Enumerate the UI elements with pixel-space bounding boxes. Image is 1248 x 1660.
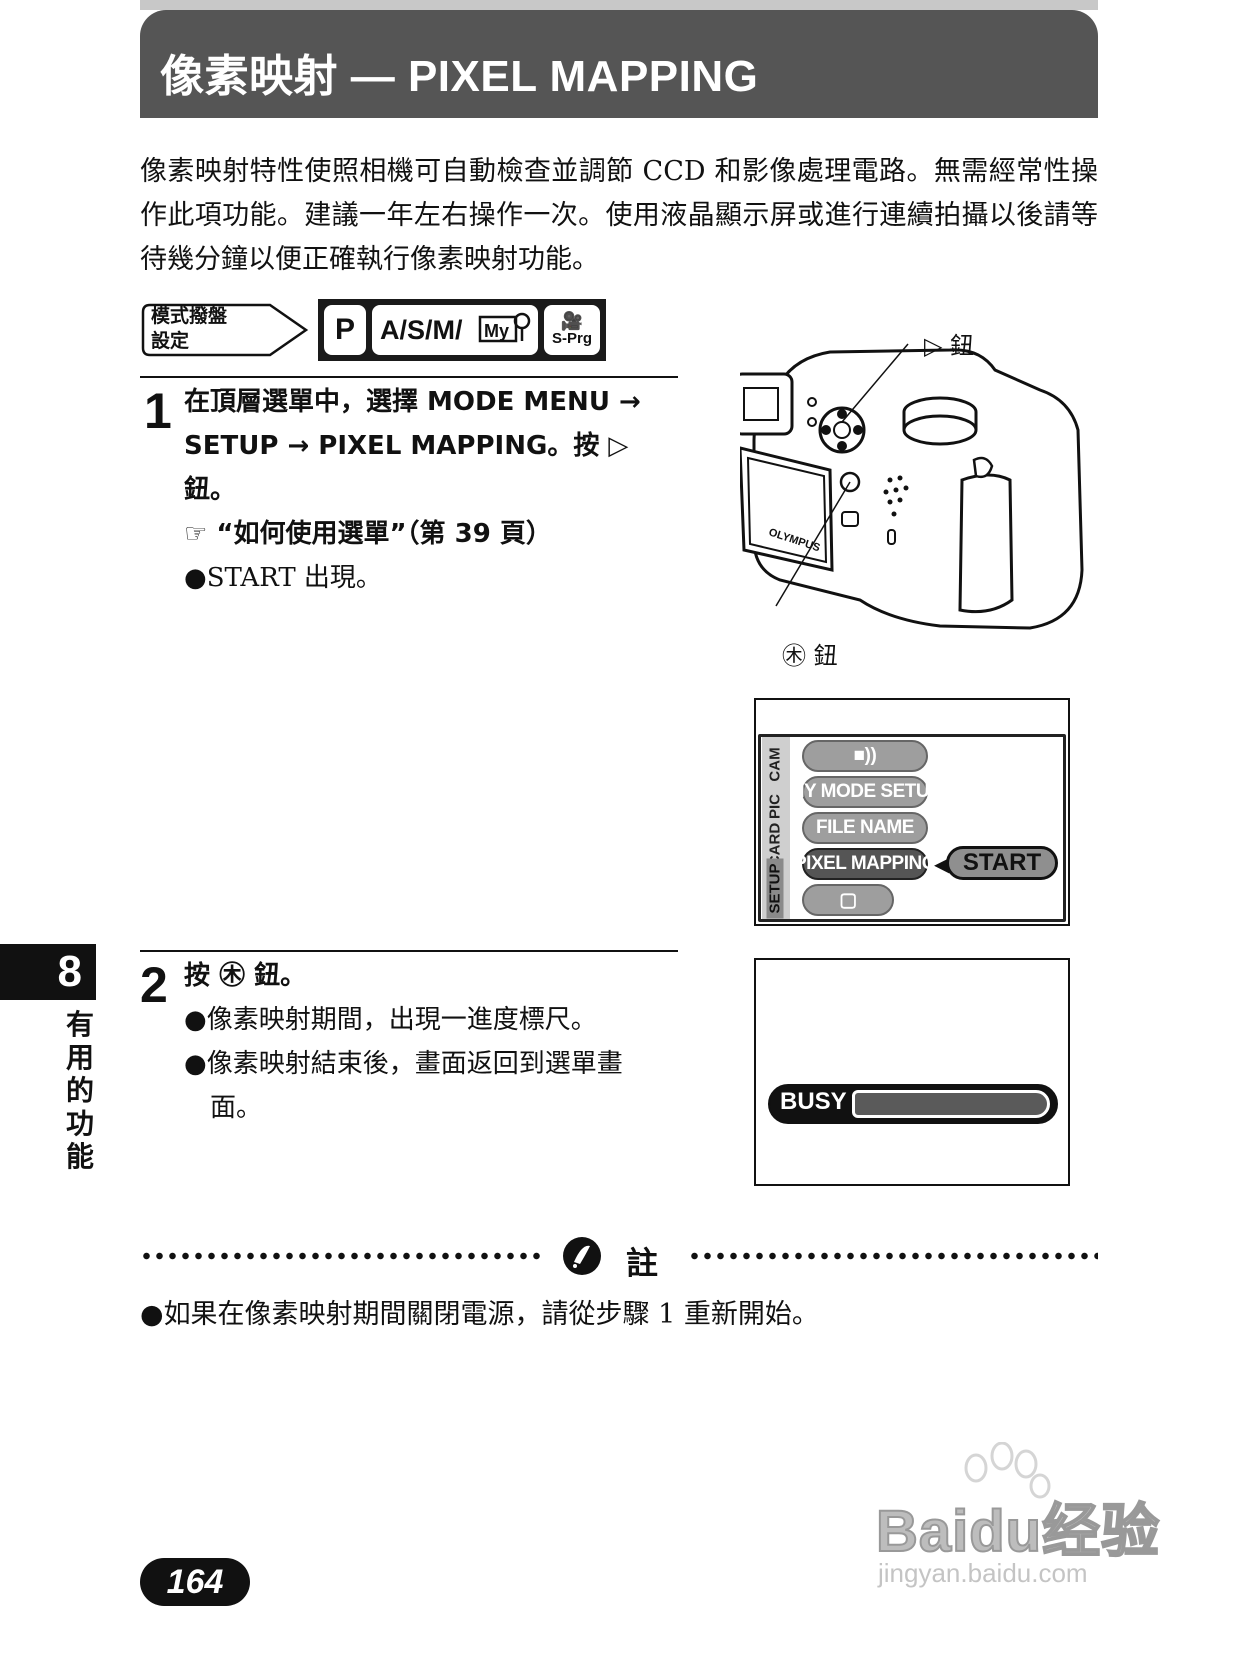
pointer-left-icon: ◀ <box>934 852 950 876</box>
mode-asm-label: A/S/M/ <box>380 314 463 345</box>
step1-instruction-line2: SETUP → PIXEL MAPPING。按 ▷ <box>184 431 629 461</box>
tab-setup: SETUP <box>766 858 784 919</box>
menu-item-volume: ■)) <box>802 740 928 772</box>
ok-button-label: ㊍ 鈕 <box>782 636 838 671</box>
svg-text:My: My <box>484 321 509 341</box>
watermark-paw-icon <box>964 1442 1051 1499</box>
step1-bullet: ●START 出現。 <box>184 556 382 600</box>
menu-item-display: ▢ <box>802 884 894 916</box>
bullet-icon: ● <box>184 1005 207 1035</box>
lcd-menu-screen <box>758 734 1066 922</box>
intro-paragraph: 像素映射特性使照相機可自動檢查並調節 CCD 和影像處理電路。無需經常性操作此項… <box>140 156 1098 275</box>
step1-instruction-line1: 在頂層選單中，選擇 MODE MENU → <box>184 387 641 417</box>
mode-sprg-label: S-Prg <box>551 330 592 347</box>
chapter-tab: 8 <box>0 944 96 1000</box>
step1-rule <box>140 376 678 378</box>
step2-instruction-prefix: 按 <box>184 961 211 991</box>
ok-button-label-text: 鈕 <box>813 642 838 670</box>
ok-icon: ㊍ <box>782 642 806 670</box>
reference-hand-icon: ☞ <box>184 519 208 549</box>
step2-bullet2-continued: 面。 <box>210 1093 263 1123</box>
title-top-strip <box>140 0 1098 10</box>
step1-instruction-line3: 鈕。 <box>184 475 237 505</box>
busy-progress-track <box>852 1090 1050 1118</box>
busy-label: BUSY <box>780 1088 847 1115</box>
step2-number: 2 <box>140 957 168 1013</box>
watermark-brand: Baidu经验 <box>875 1498 1161 1565</box>
note-icon <box>563 1237 601 1275</box>
page-title: 像素映射 — PIXEL MAPPING <box>160 52 759 101</box>
step1-reference: ☞ “如何使用選單”（第 39 頁） <box>184 512 552 556</box>
bullet-icon: ● <box>184 1049 207 1079</box>
my-mode-icon: My <box>478 312 531 343</box>
page-number: 164 <box>140 1558 250 1606</box>
step2-rule <box>140 950 678 952</box>
note-title: 註 <box>626 1244 659 1282</box>
step2-bullet1: ●像素映射期間，出現一進度標尺。 <box>184 998 597 1042</box>
mode-dial-label-line2: 設定 <box>151 330 190 352</box>
mode-p: P <box>324 305 366 355</box>
mode-asm: A/S/M/ <box>372 305 538 355</box>
reference-text: “如何使用選單”（第 39 頁） <box>216 519 552 549</box>
step2-instruction: 按 ㊍ 鈕。 <box>184 954 306 998</box>
bullet-icon: ● <box>184 563 207 593</box>
note-text-body: 如果在像素映射期間關閉電源，請從步驟 1 重新開始。 <box>163 1299 819 1330</box>
menu-item-file-name: FILE NAME <box>802 812 928 844</box>
note-text: ●如果在像素映射期間關閉電源，請從步驟 1 重新開始。 <box>140 1292 819 1331</box>
step2-bullet2: ●像素映射結束後，畫面返回到選單畫 <box>184 1042 623 1086</box>
title-bar <box>140 10 1098 118</box>
chapter-name: 有用的功能 <box>65 1008 94 1173</box>
mode-dial-label-line1: 模式撥盤 <box>151 305 228 327</box>
note-divider-right <box>688 1250 1098 1262</box>
watermark-url: jingyan.baidu.com <box>878 1558 1088 1588</box>
busy-screen-frame <box>754 958 1070 1186</box>
menu-item-my-mode-setup: MY MODE SETUP <box>789 776 942 808</box>
movie-camera-icon: 🎥 <box>560 311 584 331</box>
step2-bullet1-text: 像素映射期間，出現一進度標尺。 <box>206 1005 597 1035</box>
mode-dial-label-box <box>141 303 309 357</box>
mode-dial-label: 模式撥盤 設定 <box>151 304 227 354</box>
mode-sprg: 🎥 S-Prg <box>544 305 600 355</box>
step1-bullet-text: START 出現。 <box>206 563 382 593</box>
note-divider-left <box>140 1250 542 1262</box>
camera-illustration: OLYMPUS <box>740 343 1084 630</box>
step2-instruction-suffix: 鈕。 <box>254 961 307 991</box>
step2-bullet2-text: 像素映射結束後，畫面返回到選單畫 <box>206 1049 623 1079</box>
ok-icon: ㊍ <box>219 961 246 991</box>
step1-number: 1 <box>144 383 172 439</box>
start-option: START <box>946 846 1058 880</box>
menu-item-pixel-mapping: PIXEL MAPPING <box>794 848 937 880</box>
right-button-label: ▷ 鈕 <box>924 332 975 360</box>
bullet-icon: ● <box>140 1299 164 1330</box>
